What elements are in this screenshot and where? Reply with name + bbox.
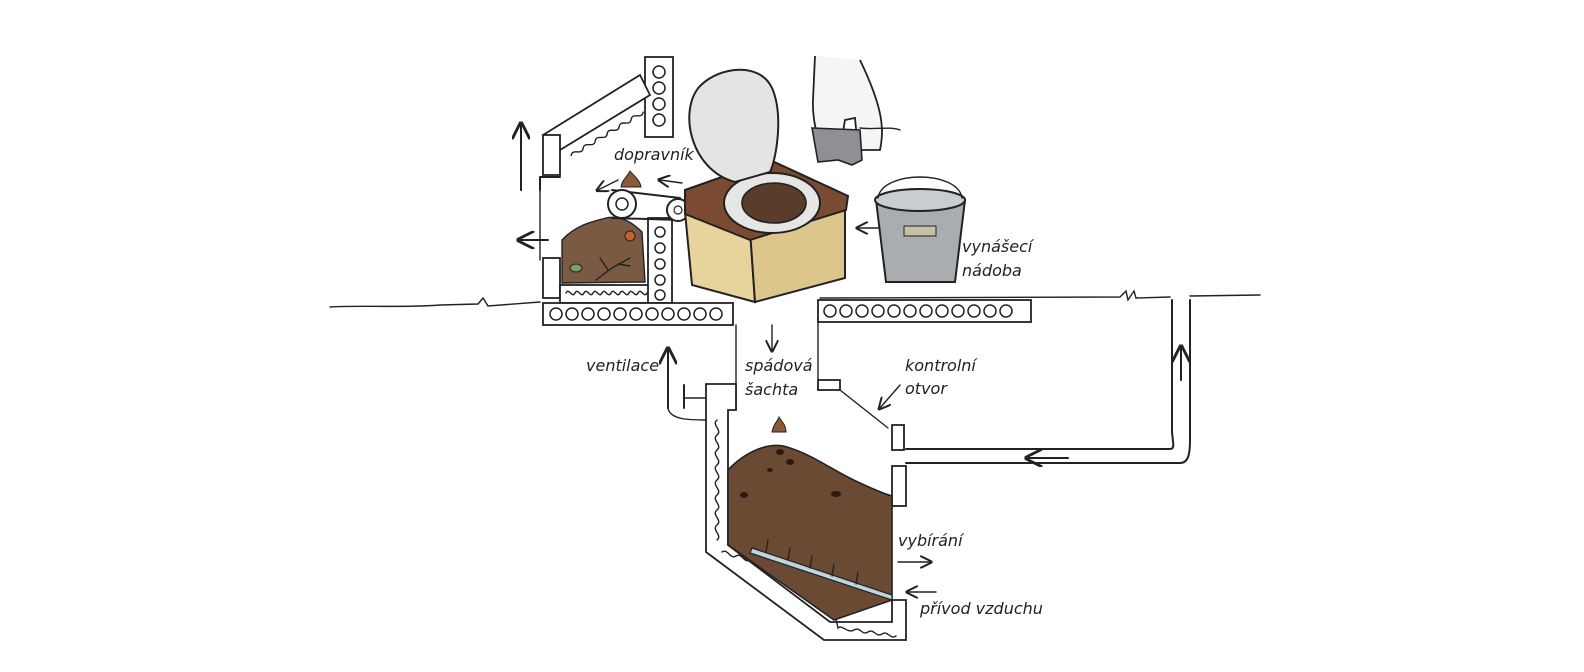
upper-compost-chamber [520,56,674,304]
label-conveyor: dopravník [614,145,695,164]
toilet-lid [688,68,780,184]
label-ventilation: ventilace [586,356,659,375]
waste-on-conveyor [620,170,642,188]
label-shaft-line2: šachta [745,380,798,399]
floor-slab-right [817,299,1032,323]
label-bucket-line2: nádoba [962,261,1022,280]
label-inspection-line2: otvor [905,379,948,398]
bucket [858,176,967,283]
conveyor [598,170,690,222]
person-legs [811,55,901,166]
chimney-holes [652,65,666,127]
compost-heap-lower [727,444,893,621]
compost-pile-upper [561,216,646,284]
label-shaft-line1: spádová [745,356,813,375]
return-air-duct [839,299,1191,463]
ventilation-pipe [668,350,707,421]
floor-slab-left [542,302,734,326]
label-bucket-line1: vynášecí [962,237,1035,256]
label-inspection-line1: kontrolní [905,356,978,375]
label-removal: vybírání [898,531,965,550]
toilet-seat-box [683,68,850,304]
label-air-intake: přívod vzduchu [919,599,1043,618]
lower-compost-chamber [705,379,907,641]
inspection-arrow [880,384,901,408]
ground-line [329,289,1261,308]
